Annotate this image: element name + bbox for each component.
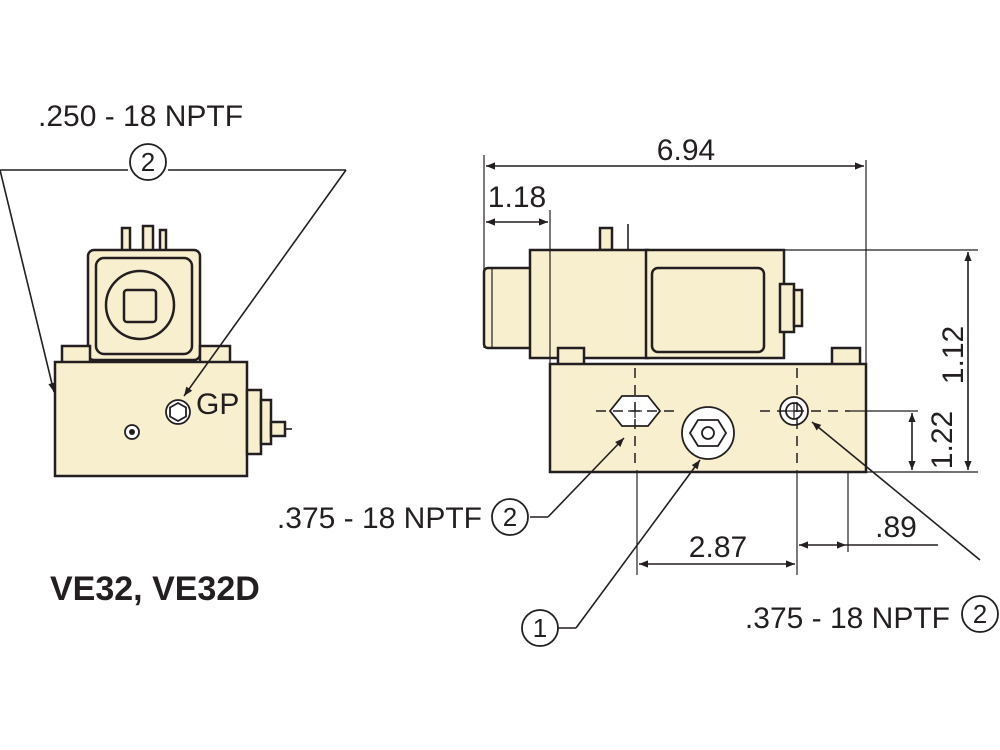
outlet-port-callout: 2 xyxy=(961,595,999,633)
dimension-lines xyxy=(483,155,978,575)
inlet-port-callout: 2 xyxy=(491,498,529,536)
overall-length-dim: 6.94 xyxy=(657,134,715,167)
svg-text:2: 2 xyxy=(973,599,987,629)
end-offset-dim: .89 xyxy=(875,511,917,544)
port-height-dim: 1.22 xyxy=(926,411,959,469)
outlet-port-label: .375 - 18 NPTF xyxy=(745,602,950,635)
model-label: VE32, VE32D xyxy=(50,570,260,608)
top-port-label: .250 - 18 NPTF xyxy=(38,100,243,133)
port-spacing-dim: 2.87 xyxy=(689,531,747,564)
left-end-view xyxy=(53,224,292,478)
right-side-view xyxy=(482,224,868,474)
left-port-leaders xyxy=(0,169,347,397)
inlet-port-label: .375 - 18 NPTF xyxy=(277,502,482,535)
svg-text:1: 1 xyxy=(533,613,547,643)
right-port-leaders xyxy=(530,421,981,629)
total-height-dim: 1.12 xyxy=(937,326,970,384)
coil-offset-dim: 1.18 xyxy=(488,181,546,214)
center-port-callout: 1 xyxy=(521,609,559,647)
svg-text:2: 2 xyxy=(141,147,155,177)
gauge-port-label: GP xyxy=(196,388,239,421)
top-port-callout: 2 xyxy=(129,143,167,181)
svg-text:2: 2 xyxy=(503,502,517,532)
